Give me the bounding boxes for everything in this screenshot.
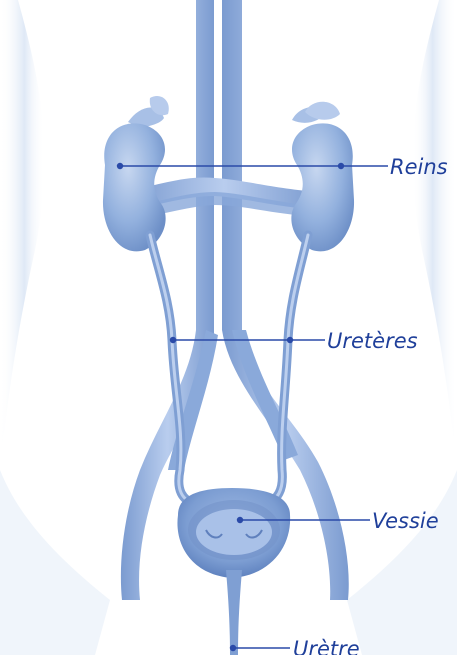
label-bladder: Vessie bbox=[372, 509, 439, 533]
label-ureters: Uretères bbox=[327, 329, 418, 353]
label-urethra: Urètre bbox=[293, 637, 360, 655]
kidney-left bbox=[103, 96, 169, 251]
kidney-right bbox=[291, 102, 354, 252]
pointer-dot bbox=[237, 517, 243, 523]
pointer-dot bbox=[170, 337, 176, 343]
pointer-dot bbox=[117, 163, 123, 169]
label-kidneys: Reins bbox=[390, 155, 448, 179]
pointer-dot bbox=[338, 163, 344, 169]
bladder bbox=[177, 488, 290, 578]
pointer-dot bbox=[230, 645, 236, 651]
urethra bbox=[226, 570, 242, 655]
pointer-dot bbox=[287, 337, 293, 343]
